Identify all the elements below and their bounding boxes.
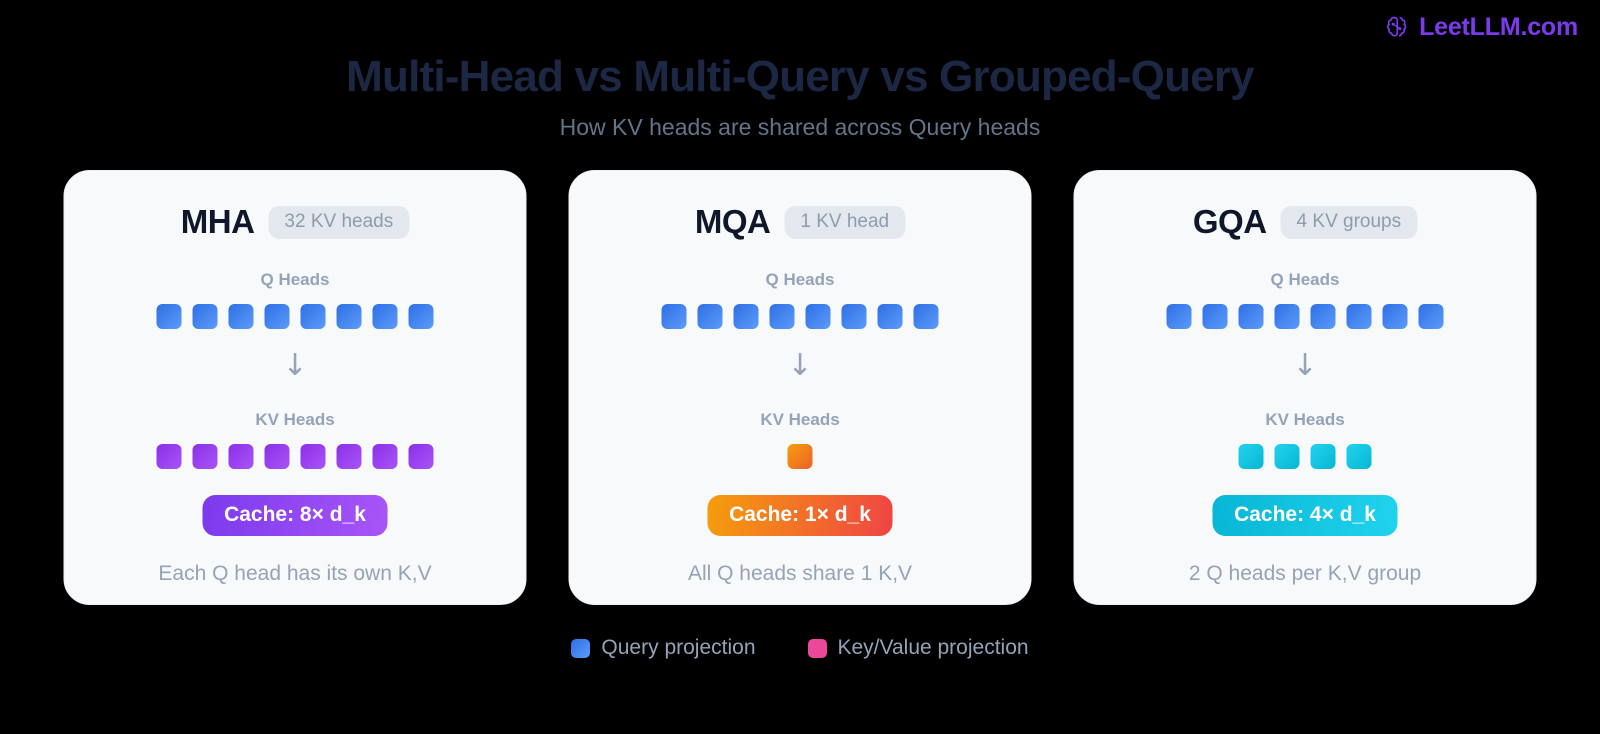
brand-name: LeetLLM.com — [1419, 13, 1578, 41]
q-head-square — [733, 303, 759, 329]
kv-heads-row — [787, 443, 813, 469]
q-head-square — [192, 303, 218, 329]
card-header: MHA 32 KV heads — [180, 203, 410, 241]
arrow-down-icon: ↓ — [1292, 348, 1318, 383]
kv-head-square — [228, 443, 254, 469]
kv-heads-label: KV Heads — [1265, 410, 1345, 429]
card-header: MQA 1 KV head — [694, 203, 906, 241]
q-head-square — [1346, 303, 1372, 329]
q-head-square — [1238, 303, 1264, 329]
kv-head-square — [300, 443, 326, 469]
kv-head-square — [787, 443, 813, 469]
q-head-square — [1418, 303, 1444, 329]
kv-head-square — [1346, 443, 1372, 469]
q-head-square — [1274, 303, 1300, 329]
card-title: GQA — [1192, 203, 1267, 240]
q-head-square — [408, 303, 434, 329]
card-caption: Each Q head has its own K,V — [158, 562, 432, 585]
kv-head-square — [156, 443, 182, 469]
q-heads-label: Q Heads — [1270, 270, 1340, 289]
legend-item-query: Query projection — [571, 636, 756, 660]
card-title: MQA — [694, 203, 771, 240]
q-head-square — [769, 303, 795, 329]
q-heads-row — [1166, 303, 1444, 329]
legend: Query projection Key/Value projection — [0, 636, 1600, 660]
q-head-square — [372, 303, 398, 329]
kv-heads-row — [156, 443, 434, 469]
kv-head-square — [192, 443, 218, 469]
q-head-square — [336, 303, 362, 329]
page-title: Multi-Head vs Multi-Query vs Grouped-Que… — [346, 52, 1254, 101]
kv-head-square — [1310, 443, 1336, 469]
legend-item-keyvalue: Key/Value projection — [807, 636, 1029, 660]
cache-size-pill: Cache: 1× d_k — [707, 495, 893, 536]
q-heads-row — [156, 303, 434, 329]
kv-heads-row — [1238, 443, 1372, 469]
card-caption: All Q heads share 1 K,V — [687, 562, 913, 585]
kv-head-square — [372, 443, 398, 469]
status-badge: 4 KV groups — [1280, 205, 1418, 239]
brain-circuit-icon — [1387, 16, 1407, 37]
cache-size-pill: Cache: 8× d_k — [202, 495, 388, 536]
q-head-square — [264, 303, 290, 329]
card-caption: 2 Q heads per K,V group — [1188, 562, 1422, 585]
q-head-square — [156, 303, 182, 329]
q-heads-row — [661, 303, 939, 329]
kv-head-square — [336, 443, 362, 469]
q-head-square — [228, 303, 254, 329]
q-head-square — [805, 303, 831, 329]
brand-logo: LeetLLM.com — [1383, 14, 1578, 41]
cache-size-pill: Cache: 4× d_k — [1212, 495, 1398, 536]
q-head-square — [1310, 303, 1336, 329]
card-mqa: MQA 1 KV head Q Heads ↓ KV Heads Cache: … — [568, 170, 1032, 605]
kv-head-square — [1238, 443, 1264, 469]
q-head-square — [913, 303, 939, 329]
card-title: MHA — [180, 203, 255, 240]
q-heads-label: Q Heads — [260, 270, 330, 289]
kv-heads-label: KV Heads — [255, 410, 335, 429]
q-head-square — [697, 303, 723, 329]
q-head-square — [877, 303, 903, 329]
header: Multi-Head vs Multi-Query vs Grouped-Que… — [0, 52, 1600, 141]
arrow-down-icon: ↓ — [282, 348, 308, 383]
legend-swatch-keyvalue-icon — [807, 638, 827, 658]
q-head-square — [1202, 303, 1228, 329]
arrow-down-icon: ↓ — [787, 348, 813, 383]
card-gqa: GQA 4 KV groups Q Heads ↓ KV Heads — [1073, 170, 1537, 605]
legend-label: Key/Value projection — [837, 636, 1029, 659]
kv-head-square — [408, 443, 434, 469]
kv-heads-label: KV Heads — [760, 410, 840, 429]
q-head-square — [841, 303, 867, 329]
card-mha: MHA 32 KV heads Q Heads ↓ KV Heads — [63, 170, 527, 605]
q-head-square — [1382, 303, 1408, 329]
card-header: GQA 4 KV groups — [1192, 203, 1418, 241]
q-head-square — [300, 303, 326, 329]
page-subtitle: How KV heads are shared across Query hea… — [559, 114, 1041, 141]
legend-swatch-query-icon — [571, 638, 591, 658]
status-badge: 1 KV head — [784, 205, 906, 239]
q-head-square — [661, 303, 687, 329]
kv-head-square — [264, 443, 290, 469]
kv-head-square — [1274, 443, 1300, 469]
status-badge: 32 KV heads — [268, 205, 410, 239]
q-heads-label: Q Heads — [765, 270, 835, 289]
comparison-cards: MHA 32 KV heads Q Heads ↓ KV Heads — [63, 170, 1537, 605]
legend-label: Query projection — [601, 636, 756, 659]
q-head-square — [1166, 303, 1192, 329]
